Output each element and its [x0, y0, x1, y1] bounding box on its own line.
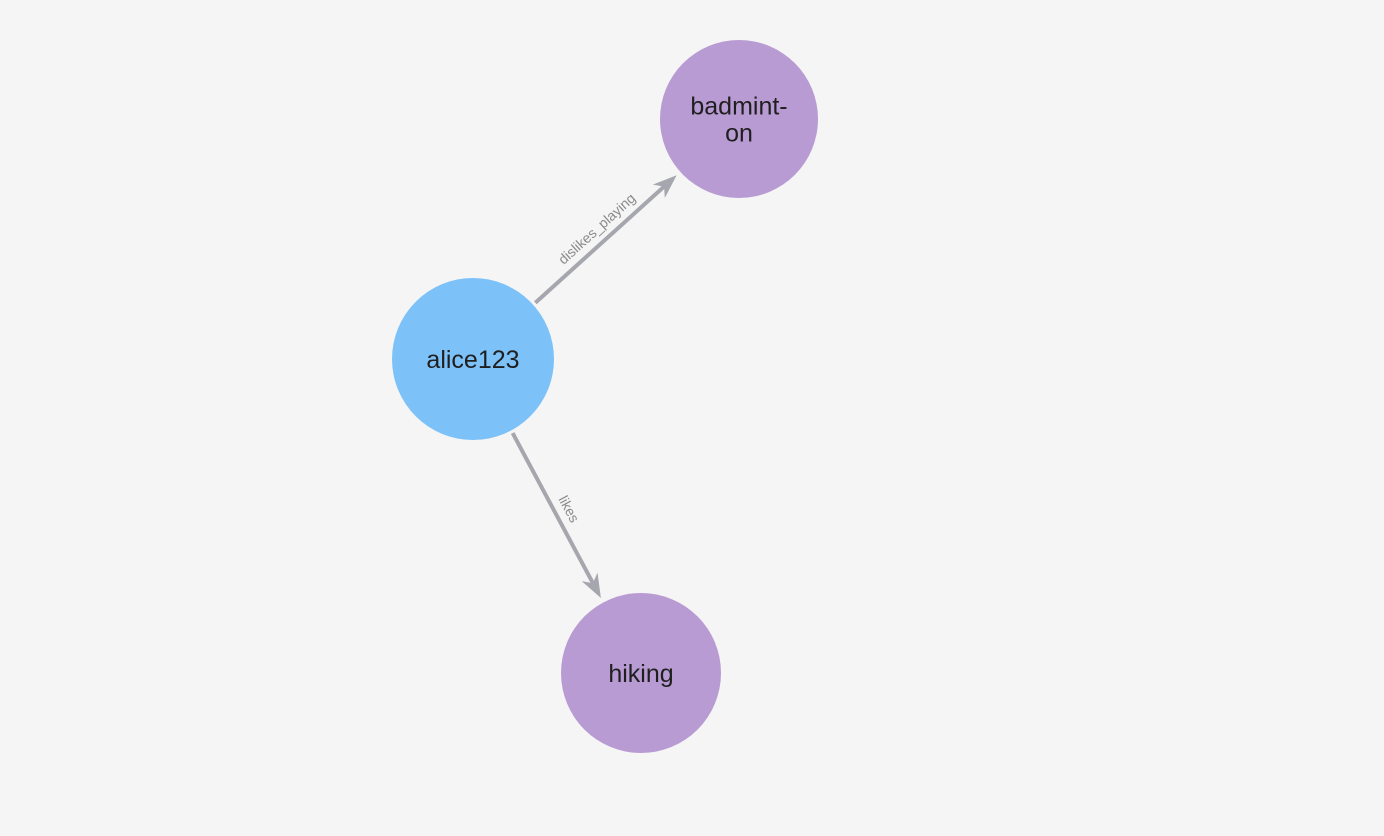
edge-line[interactable] — [510, 432, 597, 587]
node-label: badmint-on — [690, 93, 787, 148]
graph-node[interactable]: hiking — [561, 593, 721, 753]
node-circle[interactable] — [561, 593, 721, 753]
node-label: alice123 — [426, 346, 519, 374]
node-circle[interactable] — [392, 278, 554, 440]
edge-arrowhead-icon — [581, 572, 601, 599]
edge-line[interactable] — [534, 183, 668, 305]
edge-arrowhead-icon — [652, 175, 677, 199]
graph-node[interactable]: alice123 — [392, 278, 554, 440]
node-circle[interactable] — [660, 40, 818, 198]
edge-label: dislikes_playing — [555, 190, 639, 268]
graph-node[interactable]: badmint-on — [660, 40, 818, 198]
graph-edge: dislikes_playing — [534, 175, 677, 305]
graph-edge: likes — [510, 432, 601, 599]
node-label: hiking — [608, 660, 673, 688]
